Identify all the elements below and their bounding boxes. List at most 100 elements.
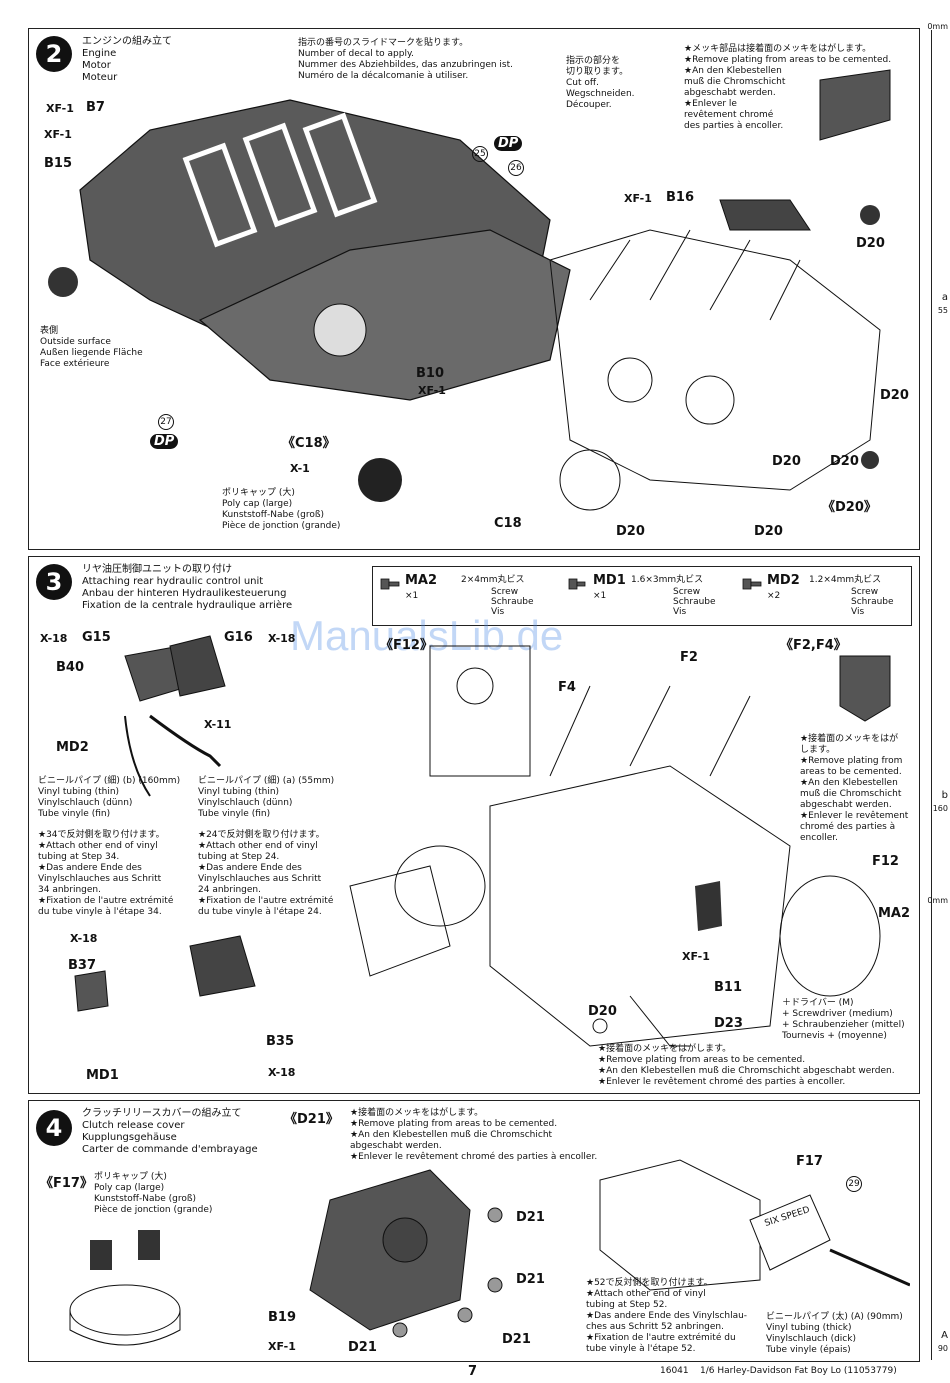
part-d20-label: D20 xyxy=(588,1004,617,1019)
part-d23-label: D23 xyxy=(714,1016,743,1031)
step2-title-fr: Moteur xyxy=(82,72,118,83)
part-b35-label: B35 xyxy=(266,1034,294,1049)
scale-ruler xyxy=(931,30,946,1360)
part-b19-label: B19 xyxy=(268,1310,296,1325)
tube-thin-b-note: ビニールパイプ (細) (b) (160mm) Vinyl tubing (th… xyxy=(38,776,181,819)
decal-27-marker: 27 xyxy=(158,414,174,430)
footer-title: 1/6 Harley-Davidson Fat Boy Lo (11053779… xyxy=(700,1366,897,1376)
d20-detail-label: 《D20》 xyxy=(822,500,877,515)
part-md2-qty: ×2 xyxy=(767,591,781,601)
step3-title: リヤ油圧制御ユニットの取り付け Attaching rear hydraulic… xyxy=(82,564,292,612)
part-md1-de: Schraube xyxy=(673,597,716,607)
decal-26-marker: 26 xyxy=(508,160,524,176)
step4-polycap-note: ポリキャップ (大) Poly cap (large) Kunststoff-N… xyxy=(94,1172,213,1215)
part-b11-label: B11 xyxy=(714,980,742,995)
ruler-a-mm: 55 xyxy=(937,306,948,315)
part-md1-qty: ×1 xyxy=(593,591,607,601)
part-f4-label: F4 xyxy=(558,680,576,695)
decal-29-marker: 29 xyxy=(846,1176,862,1192)
part-d21-label-4: D21 xyxy=(348,1340,377,1355)
step2-decal-note: 指示の番号のスライドマークを貼ります。 Number of decal to a… xyxy=(298,38,514,81)
ruler-zero-mid: 0mm xyxy=(927,896,948,905)
step3-title-fr: Fixation de la centrale hydraulique arri… xyxy=(82,600,293,611)
part-f2-label: F2 xyxy=(680,650,698,665)
b16-paint: XF-1 xyxy=(624,192,652,205)
part-d21-label-2: D21 xyxy=(516,1272,545,1287)
ruler-A-mm: 90 xyxy=(937,1344,948,1353)
step2-engine-drawing xyxy=(48,69,891,511)
part-md1-size: 1.6×3mm丸ビス xyxy=(631,575,704,585)
part-md2-code: MD2 xyxy=(767,573,800,588)
part-d20-label-5: D20 xyxy=(616,524,645,539)
b15-paint: XF-1 xyxy=(44,128,72,141)
b10-paint: XF-1 xyxy=(418,384,446,397)
part-md1-code: MD1 xyxy=(593,573,626,588)
part-ma2-code: MA2 xyxy=(405,573,438,588)
part-ma2-label: MA2 xyxy=(878,906,911,921)
tube-thick-note: ビニールパイプ (太) (A) (90mm) Vinyl tubing (thi… xyxy=(766,1312,903,1355)
page-number: 7 xyxy=(468,1364,478,1379)
step4-title-jp: クラッチリリースカバーの組み立て xyxy=(82,1108,242,1119)
part-b16-label: B16 xyxy=(666,190,694,205)
step2-plating-note: ★メッキ部品は接着面のメッキをはがします。 ★Remove plating fr… xyxy=(684,44,892,131)
f12-detail-label: 《F12》 xyxy=(380,638,433,653)
part-md2-de: Schraube xyxy=(851,597,894,607)
part-ma2-en: Screw xyxy=(491,587,519,597)
step4-title-en: Clutch release cover xyxy=(82,1120,185,1131)
b11-paint: XF-1 xyxy=(682,950,710,963)
part-b15-label: B15 xyxy=(44,156,72,171)
step2-title-en: Engine xyxy=(82,48,117,59)
plating-f-note: ★接着面のメッキをはが します。 ★Remove plating from ar… xyxy=(800,734,909,843)
step4-clutch-drawing xyxy=(69,1159,910,1346)
step3-number: 3 xyxy=(36,564,72,600)
ruler-b-mm: 160 xyxy=(932,804,948,813)
step4-attach-note: ★52で反対側を取り付けます。 ★Attach other end of vin… xyxy=(586,1278,748,1354)
part-d20-label-3: D20 xyxy=(772,454,801,469)
part-b37-label: B37 xyxy=(68,958,96,973)
c18-paint: X-1 xyxy=(290,462,310,475)
step2-outside-note: 表側 Outside surface Außen liegende Fläche… xyxy=(40,326,143,369)
step2-number: 2 xyxy=(36,36,72,72)
step4-plating-note: ★接着面のメッキをはがします。 ★Remove plating from are… xyxy=(350,1108,598,1162)
step2-title: エンジンの組み立て Engine Motor Moteur xyxy=(82,36,172,84)
step2-polycap-note: ポリキャップ (大) Poly cap (large) Kunststoff-N… xyxy=(222,488,341,531)
watermark: ManualsLib.de xyxy=(290,612,564,659)
step3-title-jp: リヤ油圧制御ユニットの取り付け xyxy=(82,564,232,575)
part-d20-label-6: D20 xyxy=(754,524,783,539)
parts-bag-box: MA2 2×4mm丸ビス ×1 Screw Schraube Vis MD1 1… xyxy=(372,566,912,626)
x11-paint: X-11 xyxy=(204,718,232,731)
step3-title-en: Attaching rear hydraulic control unit xyxy=(82,576,264,587)
part-d21-label-3: D21 xyxy=(502,1332,531,1347)
part-d20-label-1: D20 xyxy=(856,236,885,251)
screwdriver-note: ＋ドライバー (M) + Screwdriver (medium) + Schr… xyxy=(782,998,905,1041)
step4-number: 4 xyxy=(36,1110,72,1146)
d21-detail-label: 《D21》 xyxy=(284,1112,339,1127)
part-c18-label: C18 xyxy=(494,516,522,531)
b37-paint: X-18 xyxy=(70,932,98,945)
dp-badge-1: DP xyxy=(494,136,523,151)
ruler-a-label: a xyxy=(941,292,948,303)
part-g16-label: G16 xyxy=(224,630,253,645)
part-b7-label: B7 xyxy=(86,100,105,115)
step2-cut-note: 指示の部分を 切り取ります。 Cut off. Wegschneiden. Dé… xyxy=(566,56,635,110)
plating-bottom-note: ★接着面のメッキをはがします。 ★Remove plating from are… xyxy=(598,1044,895,1087)
g15-paint: X-18 xyxy=(40,632,68,645)
part-d20-label-4: D20 xyxy=(830,454,859,469)
step3-hydraulic-drawing xyxy=(74,635,891,1047)
part-md1-fr: Vis xyxy=(673,607,687,617)
step4-title: クラッチリリースカバーの組み立て Clutch release cover Ku… xyxy=(82,1108,258,1156)
step4-title-de: Kupplungsgehäuse xyxy=(82,1132,177,1143)
ruler-A-label: A xyxy=(941,1330,948,1341)
b19-paint: XF-1 xyxy=(268,1340,296,1353)
part-md2-label: MD2 xyxy=(56,740,89,755)
attach-left-note: ★34で反対側を取り付けます。 ★Attach other end of vin… xyxy=(38,830,174,917)
part-ma2-size: 2×4mm丸ビス xyxy=(461,575,525,585)
part-md1-label: MD1 xyxy=(86,1068,119,1083)
f17-detail-label: 《F17》 xyxy=(40,1176,93,1191)
footer-code: 16041 xyxy=(660,1366,689,1376)
dp-badge-2: DP xyxy=(150,434,179,449)
ruler-zero-top: 0mm xyxy=(927,22,948,31)
step2-title-jp: エンジンの組み立て xyxy=(82,36,172,47)
part-f12-label: F12 xyxy=(872,854,899,869)
decal-25-marker: 25 xyxy=(472,146,488,162)
